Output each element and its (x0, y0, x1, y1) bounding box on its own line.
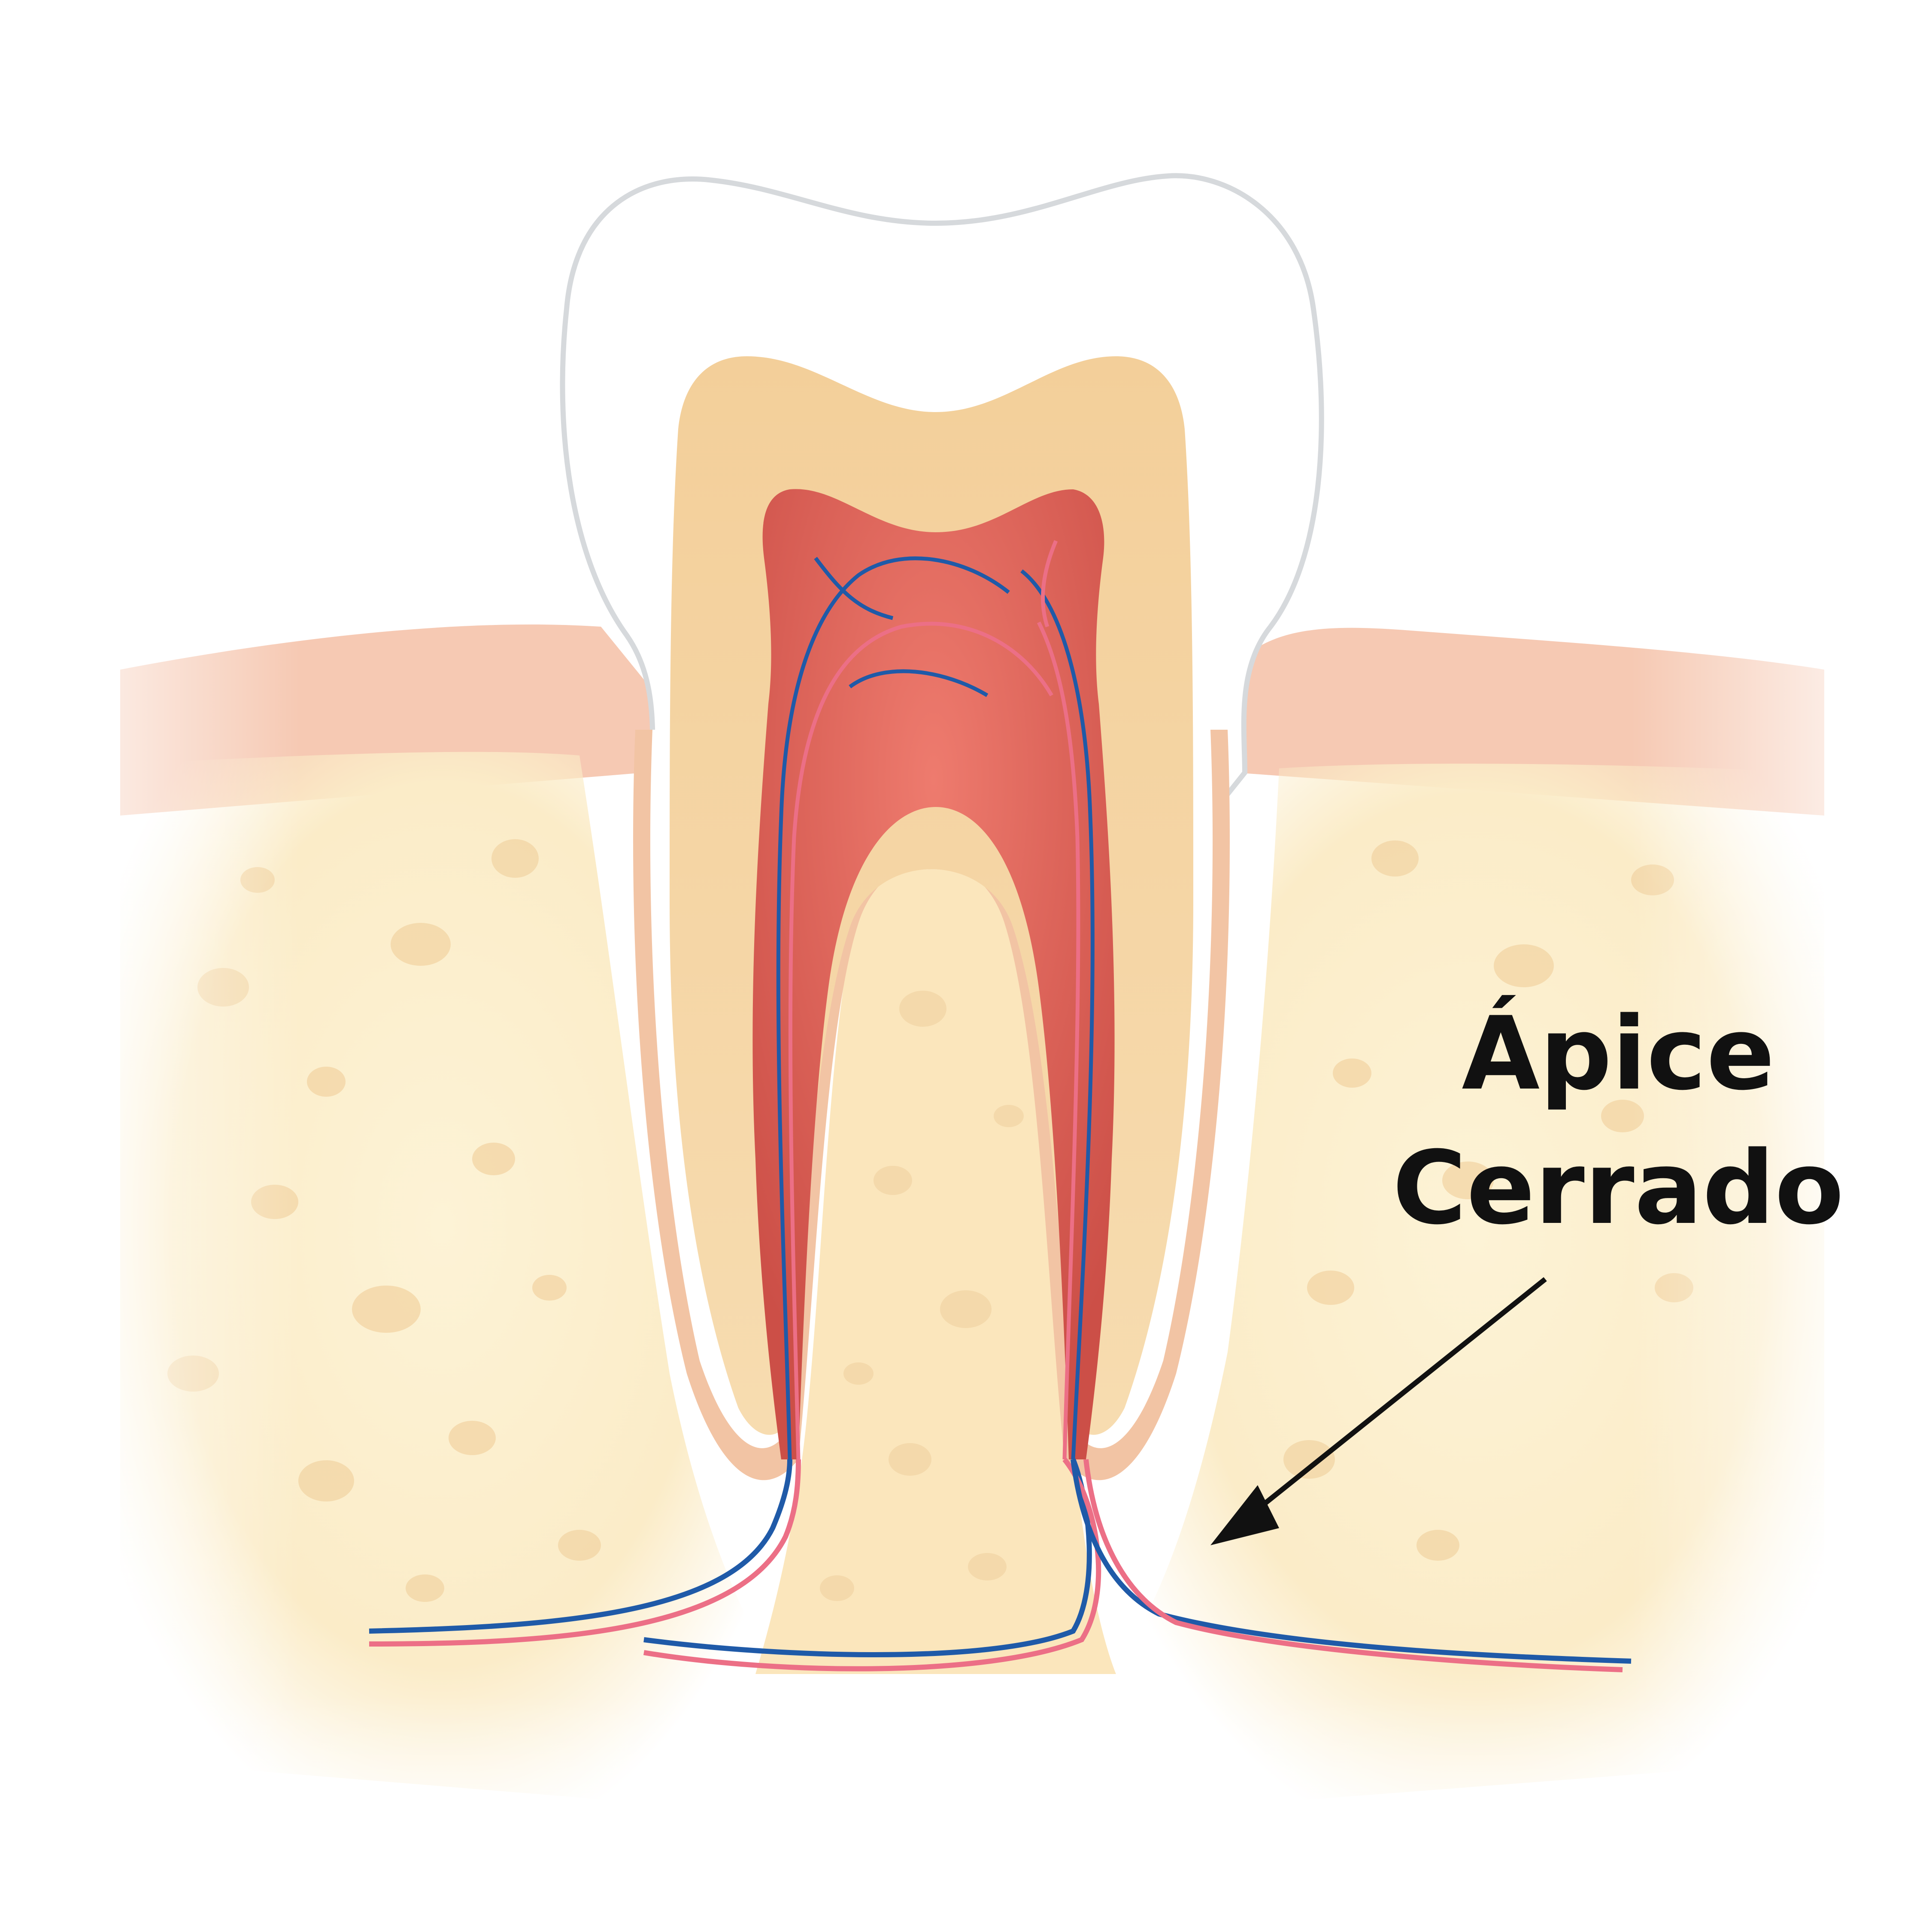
base-vessels (369, 1458, 1632, 1672)
annotation-arrow (1210, 1277, 1547, 1545)
apex-label-line2: Cerrado (1392, 1129, 1844, 1247)
pulp-vessels (776, 540, 1095, 1460)
apex-label-line1: Ápice (1462, 995, 1775, 1113)
tooth-pulp (752, 489, 1115, 1459)
bone-interradicular (755, 869, 1116, 1674)
apex-label: Ápice Cerrado (1322, 987, 1914, 1256)
